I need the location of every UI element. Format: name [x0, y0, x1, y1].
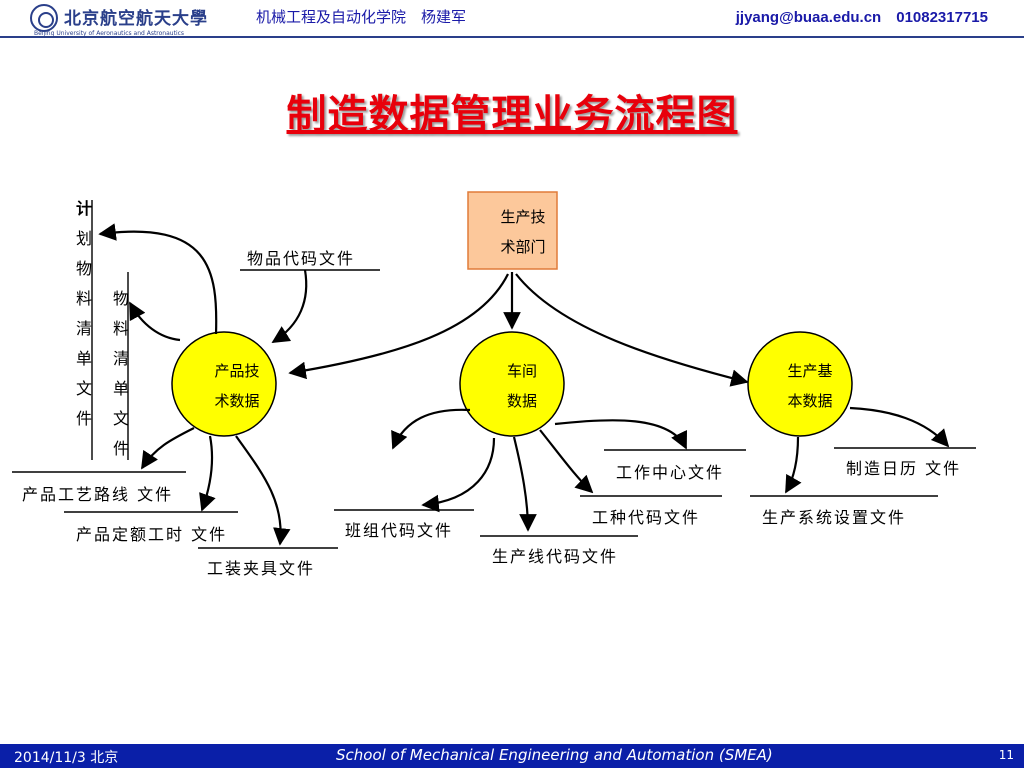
node-product-tech-data [171, 331, 277, 437]
footer-date: 2014/11/3 北京 [14, 750, 119, 766]
footer-school: School of Mechanical Engineering and Aut… [336, 746, 773, 764]
plan-bom-char: 计 [76, 199, 92, 218]
bom-char: 清 [113, 349, 129, 368]
arrow-workshop-to-team-code [421, 437, 496, 513]
arrow-source-to-product [288, 273, 509, 380]
node-product-label-line1: 产品技 [214, 362, 259, 380]
header-contact: jjyang@buaa.edu.cn 01082317715 [735, 9, 988, 26]
label-team-code-file: 班组代码文件 [345, 521, 453, 540]
arrow-product-to-bom [129, 301, 181, 342]
label-calendar-file: 制造日历 文件 [846, 459, 961, 478]
label-plan-bom-file: 计 划 物 料 清 单 文 件 [76, 199, 92, 428]
label-system-settings-file: 生产系统设置文件 [762, 508, 906, 527]
arrow-workshop-to-work-center [554, 419, 687, 450]
header-department: 机械工程及自动化学院 杨建军 [256, 8, 467, 26]
source-box-label-line1: 生产技 [500, 208, 545, 226]
university-logo: 北京航空航天大學 Beijing University of Aeronauti… [30, 4, 220, 37]
plan-bom-char: 物 [76, 259, 92, 278]
bom-char: 单 [113, 379, 129, 398]
arrow-product-to-quota [199, 435, 216, 512]
node-production-basic-data [747, 331, 853, 437]
footer-page-number: 11 [998, 748, 1014, 762]
slide-footer: 2014/11/3 北京 School of Mechanical Engine… [0, 744, 1024, 768]
node-product-label-line2: 术数据 [214, 392, 259, 410]
bom-char: 料 [113, 319, 129, 338]
bom-char: 文 [113, 409, 129, 428]
label-bom-file: 物 料 清 单 文 件 [113, 289, 129, 458]
node-workshop-label-line2: 数据 [507, 392, 537, 410]
plan-bom-char: 文 [76, 379, 92, 398]
bom-char: 物 [113, 289, 129, 308]
arrow-product-to-plan-bom [98, 223, 218, 335]
bom-char: 件 [113, 439, 129, 458]
arrow-production-to-calendar [849, 406, 950, 448]
label-line-code-file: 生产线代码文件 [492, 547, 618, 566]
university-emblem-icon [30, 4, 58, 32]
logo-chinese-name: 北京航空航天大學 [64, 9, 208, 29]
plan-bom-char: 清 [76, 319, 92, 338]
logo-english-name: Beijing University of Aeronautics and As… [34, 30, 185, 37]
label-item-code-file: 物品代码文件 [247, 249, 355, 268]
slide-title: 制造数据管理业务流程图 [286, 92, 738, 138]
plan-bom-char: 单 [76, 349, 92, 368]
arrow-source-to-production [515, 273, 749, 387]
plan-bom-char: 划 [76, 229, 92, 248]
arrow-workshop-to-job-code [539, 429, 594, 494]
node-workshop-data [459, 331, 565, 437]
source-box-label-line2: 术部门 [500, 238, 545, 256]
arrow-item-code-to-product [271, 269, 308, 343]
label-work-center-file: 工作中心文件 [616, 463, 724, 482]
arrow-product-to-tooling [235, 435, 291, 546]
node-production-label-line2: 本数据 [787, 392, 832, 410]
arrow-production-to-system-settings [785, 436, 802, 494]
arrow-product-to-route [141, 427, 195, 470]
node-workshop-label-line1: 车间 [507, 362, 537, 380]
header-divider [0, 36, 1024, 38]
label-quota-file: 产品定额工时 文件 [76, 525, 227, 544]
slide-header: 北京航空航天大學 Beijing University of Aeronauti… [0, 0, 1024, 38]
label-tooling-file: 工装夹具文件 [207, 559, 315, 578]
plan-bom-char: 件 [76, 409, 92, 428]
plan-bom-char: 料 [76, 289, 92, 308]
label-route-file: 产品工艺路线 文件 [22, 485, 173, 504]
source-box-production-tech-dept [467, 191, 558, 270]
label-job-code-file: 工种代码文件 [592, 508, 700, 527]
node-production-label-line1: 生产基 [787, 362, 832, 380]
arrow-workshop-to-outbound [391, 408, 471, 450]
arrow-workshop-to-line-code [512, 436, 537, 532]
